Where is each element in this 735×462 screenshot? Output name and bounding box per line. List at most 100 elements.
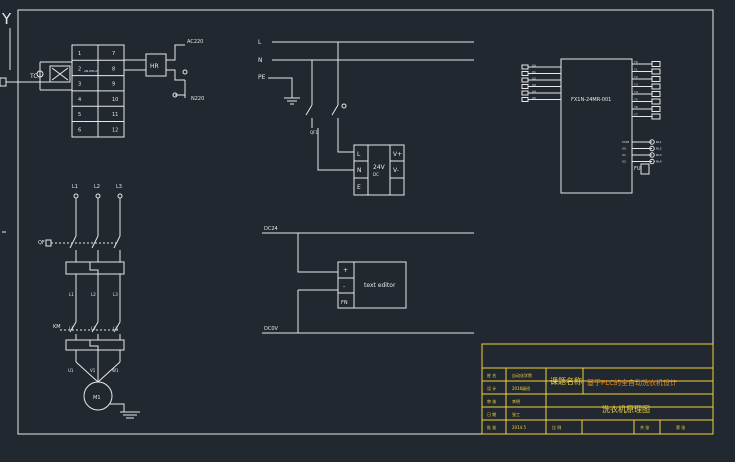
plc-fuse [640, 163, 650, 175]
title-row-value: 李明 [512, 398, 520, 404]
mid-phase-label: L3 [113, 292, 118, 297]
title-row-label: 设 计 [487, 385, 496, 391]
motor-terminal-label: V1 [90, 368, 96, 373]
qf1-label: QF1 [310, 130, 318, 135]
plc-lower-pin: X2 [622, 160, 626, 164]
sheet-label: 共 张 [640, 424, 649, 430]
relay-term-right: 7 [112, 51, 115, 57]
rail-pe-label: PE [258, 74, 266, 81]
top-rail-label: DC24 [264, 226, 278, 232]
plc-lower-pin: X1 [622, 153, 626, 157]
mid-phase-label: L2 [91, 292, 96, 297]
plc-input-pin: X3 [532, 83, 536, 87]
relay-term-left: 2 [78, 66, 81, 72]
km-phase-label: L3 [113, 326, 118, 331]
mid-phase-label: L1 [69, 292, 74, 297]
text-editor-box [337, 261, 407, 309]
plc-relay-out: RL4 [656, 160, 662, 164]
plc-input-pin: X1 [532, 70, 536, 74]
motor-terminal-label: U1 [68, 368, 74, 373]
plc-output-pin: Y1 [634, 68, 638, 72]
relay-term-left: 6 [78, 128, 81, 134]
relay-term-right: 11 [112, 112, 118, 118]
plc-output-pin: Y5 [634, 98, 638, 102]
n220-label: N220 [191, 96, 204, 102]
plc-output-pin: Y2 [634, 75, 638, 79]
phase-label: L2 [94, 184, 100, 190]
motor-qf-label: QF [38, 240, 45, 246]
te-pin-minus: - [343, 283, 345, 290]
scale-label: 比 例 [552, 424, 561, 430]
relay-term-left: 1 [78, 51, 81, 57]
km-phase-label: L1 [69, 326, 74, 331]
phase-label: L1 [72, 184, 78, 190]
relay-term-right: 12 [112, 128, 118, 134]
hr-box [145, 53, 167, 77]
relay-mid-label: AN-RELAY [84, 69, 99, 73]
plc-relay-out: RL3 [656, 153, 662, 157]
relay-term-left: 5 [78, 112, 81, 118]
bottom-rail-label: DC0V [264, 326, 279, 332]
title-row-value: 张工 [512, 411, 520, 417]
psu-in-n: N [357, 167, 362, 174]
te-pin-plus: + [343, 267, 348, 274]
km-label: KM [53, 324, 61, 330]
plc-fu-label: FU [634, 166, 641, 172]
relay-term-right: 9 [112, 82, 115, 88]
psu-label: 24V [373, 164, 386, 171]
psu-in-e: E [357, 184, 361, 191]
power-section: L N PE QF1 L N E 24V DC V+ V- [258, 39, 474, 196]
project-value: 基于PLC的全自动洗衣机设计 [587, 378, 677, 387]
drawing-name: 洗衣机原理图 [602, 404, 650, 414]
title-row-label: 批 准 [487, 424, 496, 430]
psu-in-l: L [357, 151, 361, 158]
motor-terminal-label: W1 [112, 368, 119, 373]
plc-model: FX1N-24MR-001 [571, 97, 611, 103]
km-phase-label: L2 [91, 326, 96, 331]
corner-mark: Y [1, 10, 12, 28]
title-row-value: 2014.5 [512, 425, 526, 430]
title-row-label: 姓 名 [487, 372, 496, 378]
phase-label: L3 [116, 184, 122, 190]
plc-relay-out: RL2 [656, 147, 662, 151]
plc-input-pin: X5 [532, 96, 536, 100]
psu-out-pos: V+ [393, 151, 402, 158]
relay-term-left: 3 [78, 82, 81, 88]
rail-l-label: L [258, 39, 262, 46]
motor-label: M1 [93, 395, 101, 401]
plc-output-pin: Y4 [634, 90, 638, 94]
drawing-frame [17, 9, 714, 435]
page-label: 第 张 [676, 424, 685, 430]
plc-output-pin: Y7 [634, 113, 638, 117]
rail-n-label: N [258, 57, 263, 64]
tc-label: TC [29, 73, 38, 80]
plc-lower-pin: X0 [622, 147, 626, 151]
plc-relay-out: RL1 [656, 140, 662, 144]
tc-box [49, 65, 71, 83]
relay-term-right: 10 [112, 97, 118, 103]
te-pin-fn: FN [341, 300, 348, 306]
psu-out-neg: V- [393, 167, 399, 174]
hr-label: HR [150, 63, 159, 70]
text-editor-section: DC24 DC0V + - FN text editor [262, 226, 474, 334]
ac220-label: AC220 [187, 39, 203, 45]
plc-output-pin: Y6 [634, 105, 638, 109]
plc-input-pin: X0 [532, 64, 536, 68]
project-label: 课题名称 [550, 376, 582, 386]
relay-term-right: 8 [112, 66, 115, 72]
motor-symbol [83, 381, 113, 411]
plc-lower-pin: COM [622, 140, 629, 144]
plc-output-pin: Y0 [634, 60, 638, 64]
relay-term-left: 4 [78, 97, 81, 103]
plc-input-pin: X2 [532, 77, 536, 81]
title-row-value: 2016级班 [512, 385, 530, 391]
title-row-label: 日 期 [487, 411, 496, 417]
plc-input-pin: X4 [532, 90, 536, 94]
corner-terminal [0, 77, 7, 87]
psu-sub: DC [373, 172, 379, 177]
